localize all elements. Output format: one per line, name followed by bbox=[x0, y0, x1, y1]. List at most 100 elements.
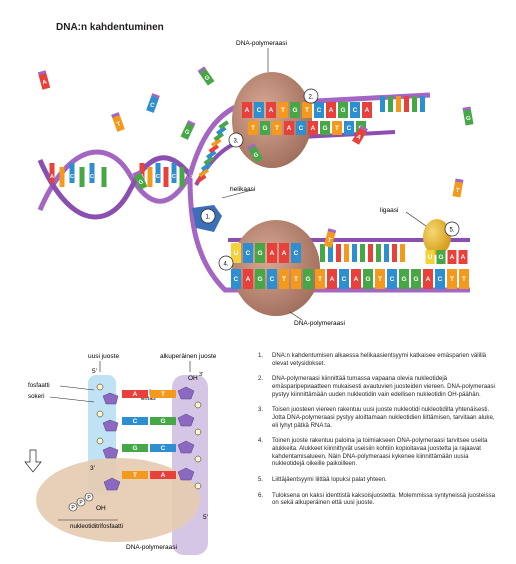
marker-5-text: 5. bbox=[449, 228, 454, 234]
sugar-pentagon bbox=[102, 446, 119, 459]
upper-template-base: G bbox=[260, 121, 270, 135]
base-letter: G bbox=[438, 254, 443, 261]
base-letter: G bbox=[401, 276, 406, 283]
step-text: Liittäjäentsyymi liittää lopuksi palat y… bbox=[272, 475, 387, 483]
base-letter: C bbox=[317, 107, 322, 114]
lower-template-base: A bbox=[327, 269, 337, 289]
inset-right-base bbox=[150, 471, 176, 479]
lower-template-base: G bbox=[399, 269, 409, 289]
upper-new-base: T bbox=[278, 102, 288, 118]
base-letter: C bbox=[246, 250, 251, 257]
lower-arm-rung bbox=[368, 244, 373, 262]
lower-arm-rung bbox=[320, 244, 325, 262]
upper-template-base: A bbox=[308, 121, 318, 135]
inset-left-letter: C bbox=[133, 418, 138, 425]
fork-rung bbox=[213, 132, 224, 142]
upper-new-base: A bbox=[362, 102, 372, 118]
step-text: DNA:n kahdentumisen alkaessa helikaasien… bbox=[272, 352, 487, 367]
base-letter: C bbox=[390, 276, 395, 283]
upper-sequences: ACATGTCAGCATGTACAGTCG bbox=[242, 96, 425, 135]
nucleotide-inset: uusi juoste alkuperäinen juoste fosfaatt… bbox=[24, 353, 217, 555]
base-letter: G bbox=[365, 276, 370, 283]
base-letter: G bbox=[292, 107, 297, 114]
step-number: 6. bbox=[258, 491, 264, 499]
steps-list: 1. DNA:n kahdentumisen alkaessa helikaasi… bbox=[258, 352, 502, 515]
step-item: 6.Tuloksena on kaksi identtistä kaksoisj… bbox=[258, 492, 502, 507]
lower-template-base: G bbox=[255, 269, 265, 289]
oh-top: OH bbox=[188, 375, 198, 382]
base-letter: C bbox=[353, 107, 358, 114]
fork-rung bbox=[210, 138, 222, 148]
helix-rung bbox=[163, 167, 169, 187]
step-text: Toisen juosteen viereen rakentuu uusi ju… bbox=[272, 406, 495, 429]
base-letter: U bbox=[234, 250, 239, 257]
inset-left-letter: G bbox=[132, 445, 137, 452]
helix-rung bbox=[139, 163, 145, 183]
lower-template-base: T bbox=[291, 269, 301, 289]
ligase-base: U bbox=[425, 250, 435, 264]
helix-rung bbox=[59, 167, 65, 187]
polymerase-inset-label: DNA-polymeraasi bbox=[126, 544, 177, 551]
step-number: 4. bbox=[258, 437, 264, 445]
fork-rung bbox=[215, 126, 227, 136]
lower-new-base: C bbox=[243, 243, 253, 263]
lower-arm-rung bbox=[384, 244, 389, 262]
helicase-label: helikaasi bbox=[230, 186, 255, 193]
lower-template-base: C bbox=[387, 269, 397, 289]
phosphate-circle bbox=[96, 437, 104, 445]
lower-arm-rung bbox=[336, 244, 341, 262]
lower-template-base: T bbox=[315, 269, 325, 289]
step-number: 1. bbox=[258, 352, 264, 359]
fork-rung bbox=[208, 144, 219, 154]
free-nucleotide-letter: A bbox=[42, 79, 48, 86]
inset-right-base bbox=[150, 417, 176, 425]
upper-template-base: C bbox=[344, 121, 354, 135]
base-letter: A bbox=[461, 254, 466, 261]
lower-template-base: G bbox=[411, 269, 421, 289]
free-nucleotide: G bbox=[197, 66, 215, 86]
free-nucleotide: G bbox=[132, 170, 148, 190]
lower-new-base: C bbox=[291, 243, 301, 263]
base-letter: A bbox=[365, 107, 370, 114]
helix-rung bbox=[69, 163, 75, 183]
base-letter: C bbox=[234, 276, 239, 283]
base-letter: C bbox=[270, 276, 275, 283]
sugar-pentagon bbox=[177, 386, 195, 400]
base-letter: A bbox=[311, 125, 316, 132]
helix-rung bbox=[79, 167, 85, 187]
helicase-pointer bbox=[221, 189, 253, 199]
base-letter: A bbox=[426, 276, 431, 283]
free-nucleotide-letter: A bbox=[355, 134, 362, 142]
upper-arm-rung bbox=[412, 96, 417, 112]
lower-template-base: T bbox=[375, 269, 385, 289]
fork-rung bbox=[218, 120, 229, 130]
lower-template-base: T bbox=[447, 269, 457, 289]
helix-letter: A bbox=[50, 174, 54, 180]
upper-new-base: G bbox=[290, 102, 300, 118]
lower-template-base: C bbox=[267, 269, 277, 289]
inset-left-base bbox=[122, 471, 148, 479]
polymerase-bottom-pointer bbox=[289, 311, 303, 321]
sugar-pentagon bbox=[102, 419, 119, 432]
inset-left-base bbox=[122, 444, 148, 452]
phosphate-circle bbox=[194, 428, 202, 436]
free-nucleotide-letter: G bbox=[253, 152, 260, 160]
sugar-pentagon bbox=[177, 413, 195, 427]
step-item: 1. DNA:n kahdentumisen alkaessa helikaasi… bbox=[258, 352, 502, 367]
marker-3-text: 3. bbox=[233, 139, 238, 145]
inset-right-letter: A bbox=[161, 472, 166, 479]
fork-rung bbox=[206, 150, 217, 160]
five-prime-right: 5' bbox=[203, 514, 208, 521]
helix-base-pairs: ACCACC bbox=[49, 163, 185, 187]
ligase-label: ligaasi bbox=[380, 207, 398, 214]
step-number: 2. bbox=[258, 375, 264, 383]
base-letter: T bbox=[282, 276, 286, 283]
base-letter: T bbox=[450, 276, 454, 283]
free-nucleotide-letter: G bbox=[138, 179, 145, 187]
base-letter: A bbox=[450, 254, 455, 261]
base-letter: T bbox=[251, 125, 255, 132]
free-nucleotide-letter: G bbox=[466, 116, 472, 123]
